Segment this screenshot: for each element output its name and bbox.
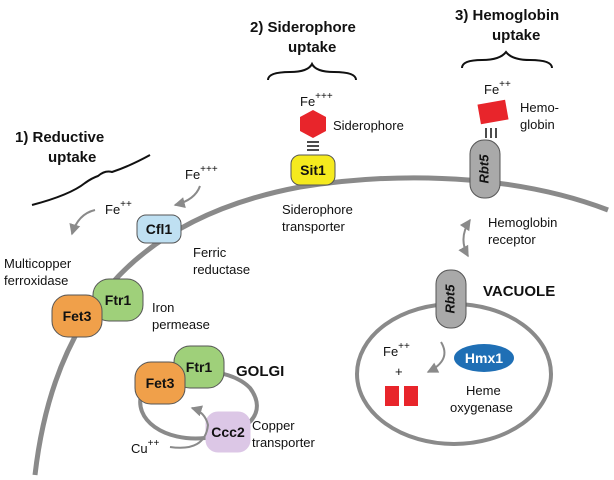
iron-permease-line2: permease bbox=[152, 317, 210, 332]
rbt5-cycle-arrow-left bbox=[458, 218, 471, 258]
fe3-reductive: Fe+++ bbox=[185, 164, 218, 182]
reductive-uptake-header: 1) Reductive uptake bbox=[15, 129, 151, 206]
siderophore-label: Siderophore bbox=[333, 118, 404, 133]
siderophore-binding-marks bbox=[307, 141, 319, 151]
ccc2-label: Ccc2 bbox=[211, 424, 245, 440]
copper-ion: Cu++ bbox=[131, 438, 159, 456]
ccc2-protein: Ccc2 bbox=[205, 411, 251, 453]
hmx1-label: Hmx1 bbox=[465, 350, 503, 366]
cell-membrane bbox=[32, 175, 609, 476]
multicopper-line1: Multicopper bbox=[4, 256, 72, 271]
ferric-reductase-line1: Ferric bbox=[193, 245, 227, 260]
iron-permease-line1: Iron bbox=[152, 300, 174, 315]
fe2-hemoglobin: Fe++ bbox=[484, 79, 511, 97]
fet3-membrane: Fet3 bbox=[51, 294, 103, 338]
heme-fragment-right bbox=[404, 386, 418, 406]
hmx1-protein: Hmx1 bbox=[454, 344, 514, 372]
hemoglobin-shape bbox=[477, 99, 509, 125]
hemoglobin-receptor-line2: receptor bbox=[488, 232, 536, 247]
heme-oxygenase-line2: oxygenase bbox=[450, 400, 513, 415]
heme-degradation-arrow bbox=[426, 341, 446, 373]
siderophore-title-line2: uptake bbox=[288, 39, 336, 56]
siderophore-uptake-header: 2) Siderophore uptake bbox=[250, 19, 357, 81]
rbt5-membrane-label: Rbt5 bbox=[476, 154, 491, 184]
heme-oxygenase-line1: Heme bbox=[466, 383, 501, 398]
siderophore-title-line1: 2) Siderophore bbox=[250, 19, 356, 36]
hemoglobin-brace bbox=[461, 50, 553, 69]
fet3-golgi: Fet3 bbox=[134, 361, 186, 405]
cfl1-protein: Cfl1 bbox=[136, 214, 182, 244]
sit1-protein: Sit1 bbox=[290, 154, 336, 186]
plus-sign: + bbox=[395, 364, 403, 379]
fet3-membrane-label: Fet3 bbox=[63, 308, 92, 324]
copper-transporter-line2: transporter bbox=[252, 435, 316, 450]
ftr1-membrane: Ftr1 bbox=[92, 278, 144, 322]
cfl1-label: Cfl1 bbox=[146, 221, 173, 237]
heme-fragment-left bbox=[385, 386, 399, 406]
copper-transport-arrow bbox=[169, 405, 210, 449]
vacuole-label: VACUOLE bbox=[483, 283, 555, 300]
hemoglobin-uptake-header: 3) Hemoglobin uptake bbox=[455, 7, 559, 69]
ferric-reductase-line2: reductase bbox=[193, 262, 250, 277]
hemoglobin-title-line1: 3) Hemoglobin bbox=[455, 7, 559, 24]
copper-transporter-line1: Copper bbox=[252, 418, 295, 433]
rbt5-membrane: Rbt5 bbox=[469, 139, 501, 199]
siderophore-shape bbox=[300, 110, 326, 138]
fe-reduction-arrow bbox=[173, 185, 201, 209]
siderophore-transporter-line2: transporter bbox=[282, 219, 346, 234]
hemoglobin-receptor-line1: Hemoglobin bbox=[488, 215, 557, 230]
fe2-vacuole: Fe++ bbox=[383, 341, 410, 359]
fe2-to-ftr1-arrow bbox=[69, 209, 96, 236]
reductive-brace bbox=[31, 154, 151, 206]
ftr1-membrane-label: Ftr1 bbox=[105, 292, 132, 308]
rbt5-vacuole-label: Rbt5 bbox=[442, 284, 457, 314]
reductive-title-line1: 1) Reductive bbox=[15, 129, 104, 146]
multicopper-line2: ferroxidase bbox=[4, 273, 68, 288]
siderophore-brace bbox=[267, 61, 357, 81]
fet3-golgi-label: Fet3 bbox=[146, 375, 175, 391]
reductive-title-line2: uptake bbox=[48, 149, 96, 166]
rbt5-vacuole: Rbt5 bbox=[435, 269, 467, 329]
hemoglobin-title-line2: uptake bbox=[492, 27, 540, 44]
sit1-label: Sit1 bbox=[300, 162, 326, 178]
hemoglobin-binding-marks bbox=[485, 128, 497, 138]
siderophore-transporter-line1: Siderophore bbox=[282, 202, 353, 217]
golgi-label: GOLGI bbox=[236, 363, 284, 380]
ftr1-golgi: Ftr1 bbox=[173, 345, 225, 389]
hemoglobin-line1: Hemo- bbox=[520, 100, 559, 115]
fe3-siderophore: Fe+++ bbox=[300, 91, 333, 109]
fe2-reductive: Fe++ bbox=[105, 199, 132, 217]
ftr1-golgi-label: Ftr1 bbox=[186, 359, 213, 375]
hemoglobin-line2: globin bbox=[520, 117, 555, 132]
